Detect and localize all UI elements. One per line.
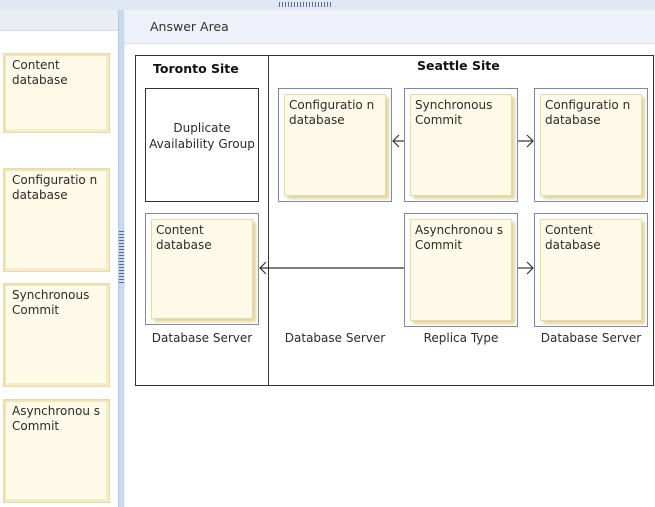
seattle-server-slot-1[interactable]: Configuratio n database xyxy=(278,88,392,202)
availability-group-label: Duplicate Availability Group xyxy=(149,121,255,151)
choice-label: Synchronous Commit xyxy=(12,288,90,317)
slot-tile: Configuratio n database xyxy=(540,94,642,196)
seattle-server-slot-2[interactable]: Configuratio n database xyxy=(534,88,648,202)
answer-area-header: Answer Area xyxy=(125,10,655,44)
choices-header xyxy=(0,10,118,31)
replica-type-slot-1[interactable]: Synchronous Commit xyxy=(404,88,518,202)
slot-tile: Content database xyxy=(540,219,642,321)
sites-diagram xyxy=(135,55,654,386)
slot-tile: Synchronous Commit xyxy=(410,94,512,196)
replica-type-slot-2[interactable]: Asynchronou s Commit xyxy=(404,213,518,327)
choice-tile-configuration-database[interactable]: Configuratio n database xyxy=(3,168,110,272)
seattle-server-caption-right: Database Server xyxy=(540,331,642,345)
seattle-server-slot-3[interactable]: Content database xyxy=(534,213,648,327)
toronto-server-caption: Database Server xyxy=(151,331,253,345)
site-divider xyxy=(268,55,269,386)
slot-tile: Asynchronou s Commit xyxy=(410,219,512,321)
slot-tile: Content database xyxy=(151,219,253,319)
seattle-site-title: Seattle Site xyxy=(417,58,500,73)
replica-type-caption: Replica Type xyxy=(423,331,499,345)
horizontal-resize-grip[interactable] xyxy=(279,2,331,7)
answer-area-title: Answer Area xyxy=(150,19,229,34)
seattle-server-caption-left: Database Server xyxy=(284,331,386,345)
toronto-server-slot[interactable]: Content database xyxy=(145,213,259,325)
toronto-site-title: Toronto Site xyxy=(153,61,239,76)
choice-tile-asynchronous-commit[interactable]: Asynchronou s Commit xyxy=(3,399,110,503)
choice-label: Content database xyxy=(12,58,68,87)
choice-tile-content-database[interactable]: Content database xyxy=(3,53,110,133)
choice-label: Configuratio n database xyxy=(12,173,98,202)
availability-group-box xyxy=(145,88,259,202)
choice-tile-synchronous-commit[interactable]: Synchronous Commit xyxy=(3,283,110,387)
vertical-resize-grip[interactable] xyxy=(119,231,124,285)
choice-label: Asynchronou s Commit xyxy=(12,404,101,433)
slot-tile: Configuratio n database xyxy=(284,94,386,196)
